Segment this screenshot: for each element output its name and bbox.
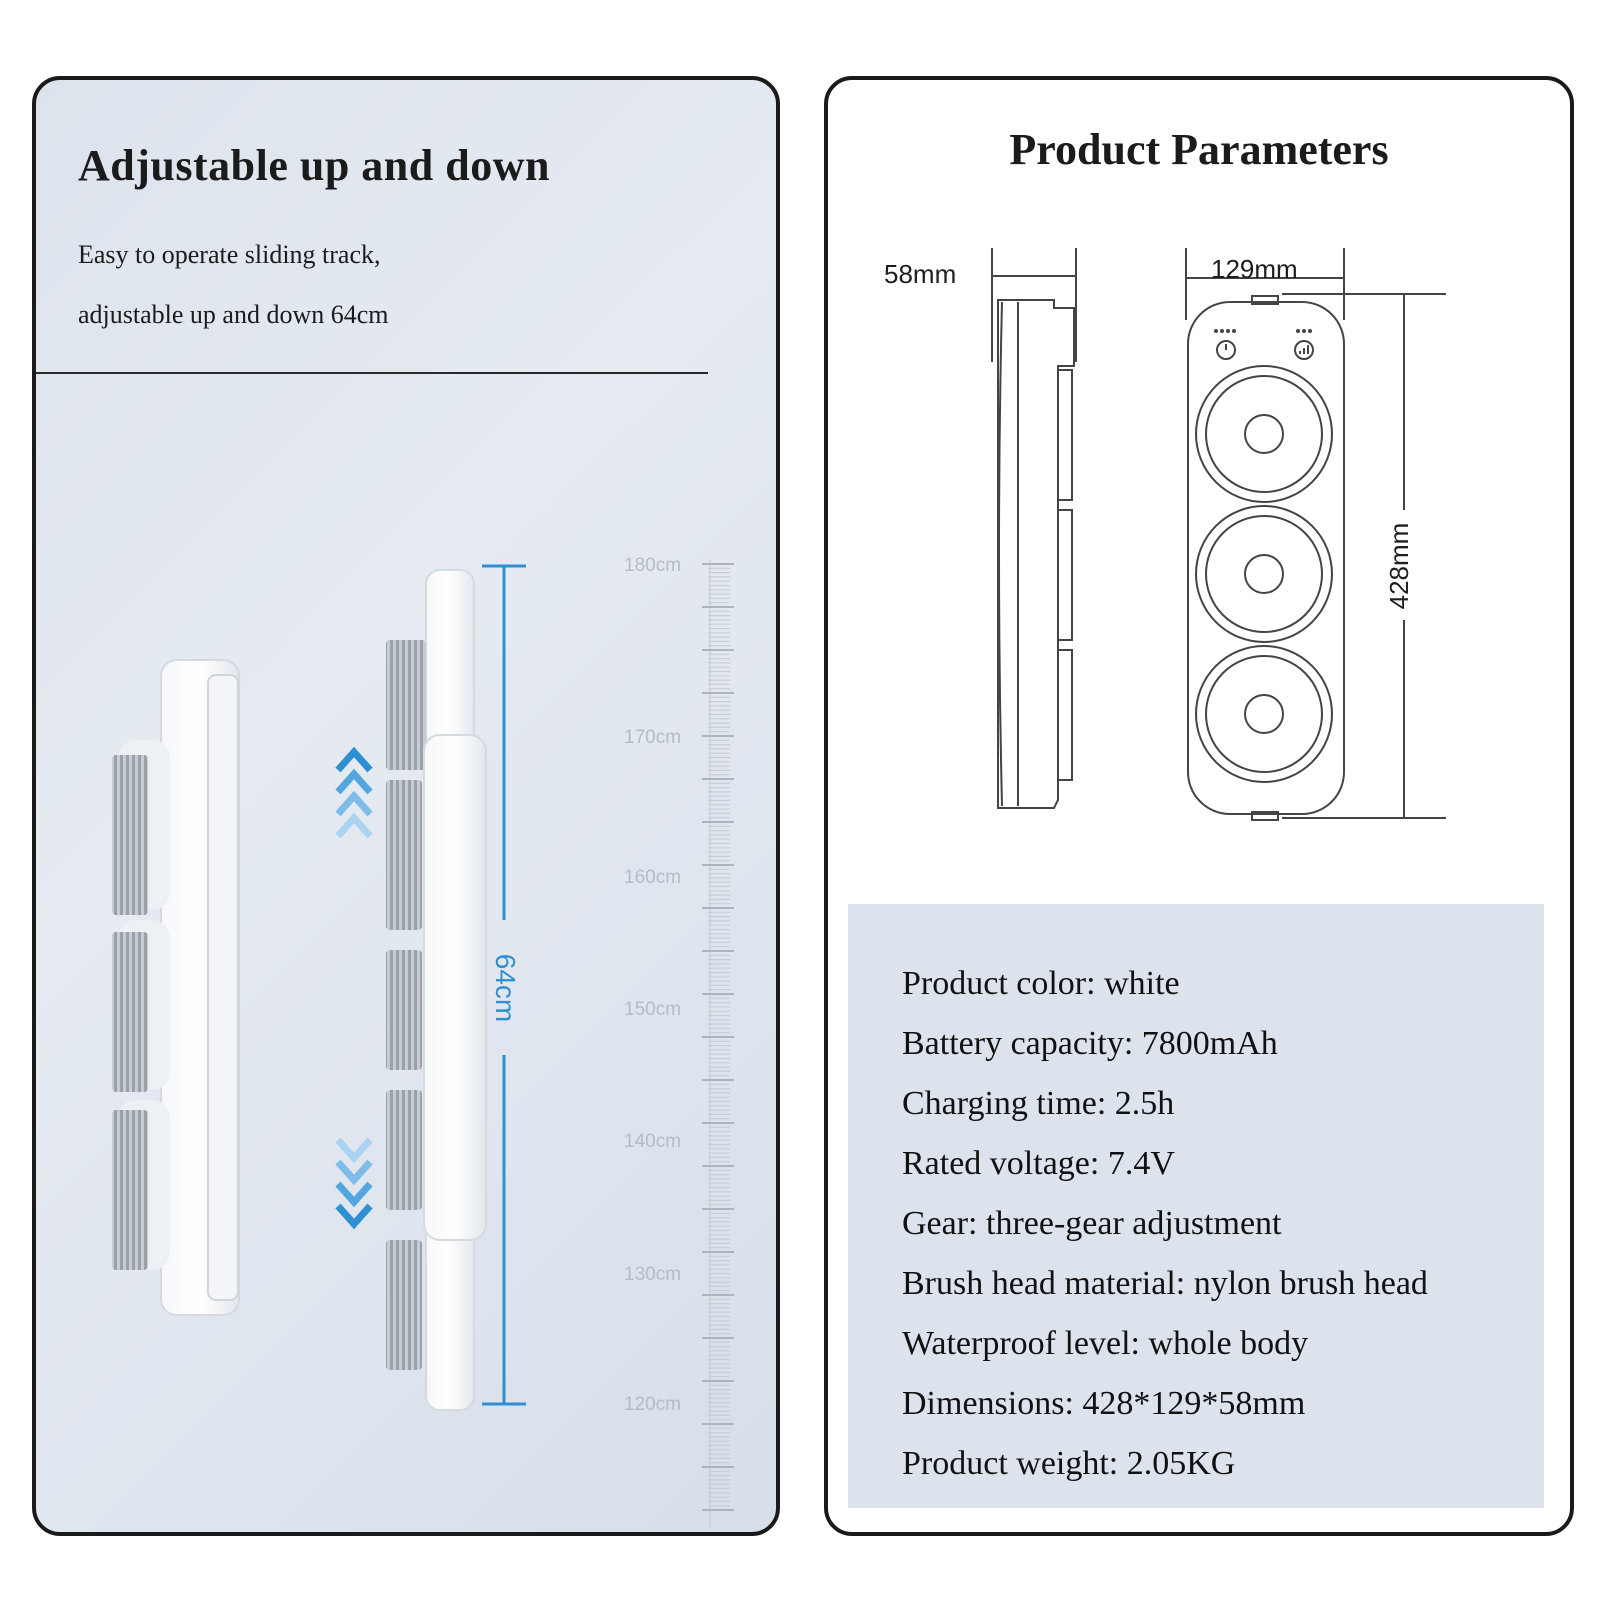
param-brush-material: Brush head material: nylon brush head xyxy=(902,1265,1428,1302)
height-ruler xyxy=(702,560,734,1528)
ruler-label: 150cm xyxy=(624,999,681,1020)
ruler-label: 160cm xyxy=(624,867,681,888)
panel-title: Adjustable up and down xyxy=(78,141,550,190)
chevron-down-icon xyxy=(335,1137,373,1230)
description-line-2: adjustable up and down 64cm xyxy=(78,300,389,329)
front-view xyxy=(1185,248,1446,821)
chevron-up-icon xyxy=(335,746,373,839)
travel-dimension: 64cm xyxy=(482,564,526,1406)
ruler-label: 170cm xyxy=(624,727,681,748)
param-battery-capacity: Battery capacity: 7800mAh xyxy=(902,1025,1278,1062)
signal-icon xyxy=(1294,340,1314,360)
device-raised-position xyxy=(386,569,487,1411)
ruler-label: 140cm xyxy=(624,1131,681,1152)
param-rated-voltage: Rated voltage: 7.4V xyxy=(902,1145,1175,1182)
param-product-color: Product color: white xyxy=(902,965,1180,1002)
product-illustration: 64cm 180cm 170cm 160cm 150cm 140cm 130cm… xyxy=(112,555,734,1528)
description-line-1: Easy to operate sliding track, xyxy=(78,240,381,269)
param-dimensions: Dimensions: 428*129*58mm xyxy=(902,1385,1306,1422)
param-waterproof: Waterproof level: whole body xyxy=(902,1325,1309,1362)
param-charging-time: Charging time: 2.5h xyxy=(902,1085,1175,1122)
parameters-list: Product color: white Battery capacity: 7… xyxy=(902,954,1428,1494)
indicator-dots xyxy=(1214,329,1312,333)
divider xyxy=(36,372,708,374)
param-gear: Gear: three-gear adjustment xyxy=(902,1205,1282,1242)
parameters-panel: Product Parameters 58mm xyxy=(824,76,1574,1536)
power-icon xyxy=(1216,340,1236,360)
height-label: 428mm xyxy=(1384,523,1414,610)
ruler-labels: 180cm 170cm 160cm 150cm 140cm 130cm 120c… xyxy=(624,555,681,1415)
ruler-label: 180cm xyxy=(624,555,681,576)
side-view xyxy=(991,248,1077,809)
parameters-box: Product color: white Battery capacity: 7… xyxy=(848,904,1544,1508)
ruler-label: 130cm xyxy=(624,1264,681,1285)
ruler-label: 120cm xyxy=(624,1394,681,1415)
panel-title: Product Parameters xyxy=(1009,125,1389,174)
travel-label: 64cm xyxy=(490,954,521,1022)
technical-drawing: 58mm xyxy=(884,248,1446,821)
adjustable-panel: Adjustable up and down Easy to operate s… xyxy=(32,76,780,1536)
side-width-label: 58mm xyxy=(884,259,956,289)
device-lower-position xyxy=(112,659,240,1316)
param-weight: Product weight: 2.05KG xyxy=(902,1445,1236,1482)
front-width-label: 129mm xyxy=(1211,254,1298,284)
